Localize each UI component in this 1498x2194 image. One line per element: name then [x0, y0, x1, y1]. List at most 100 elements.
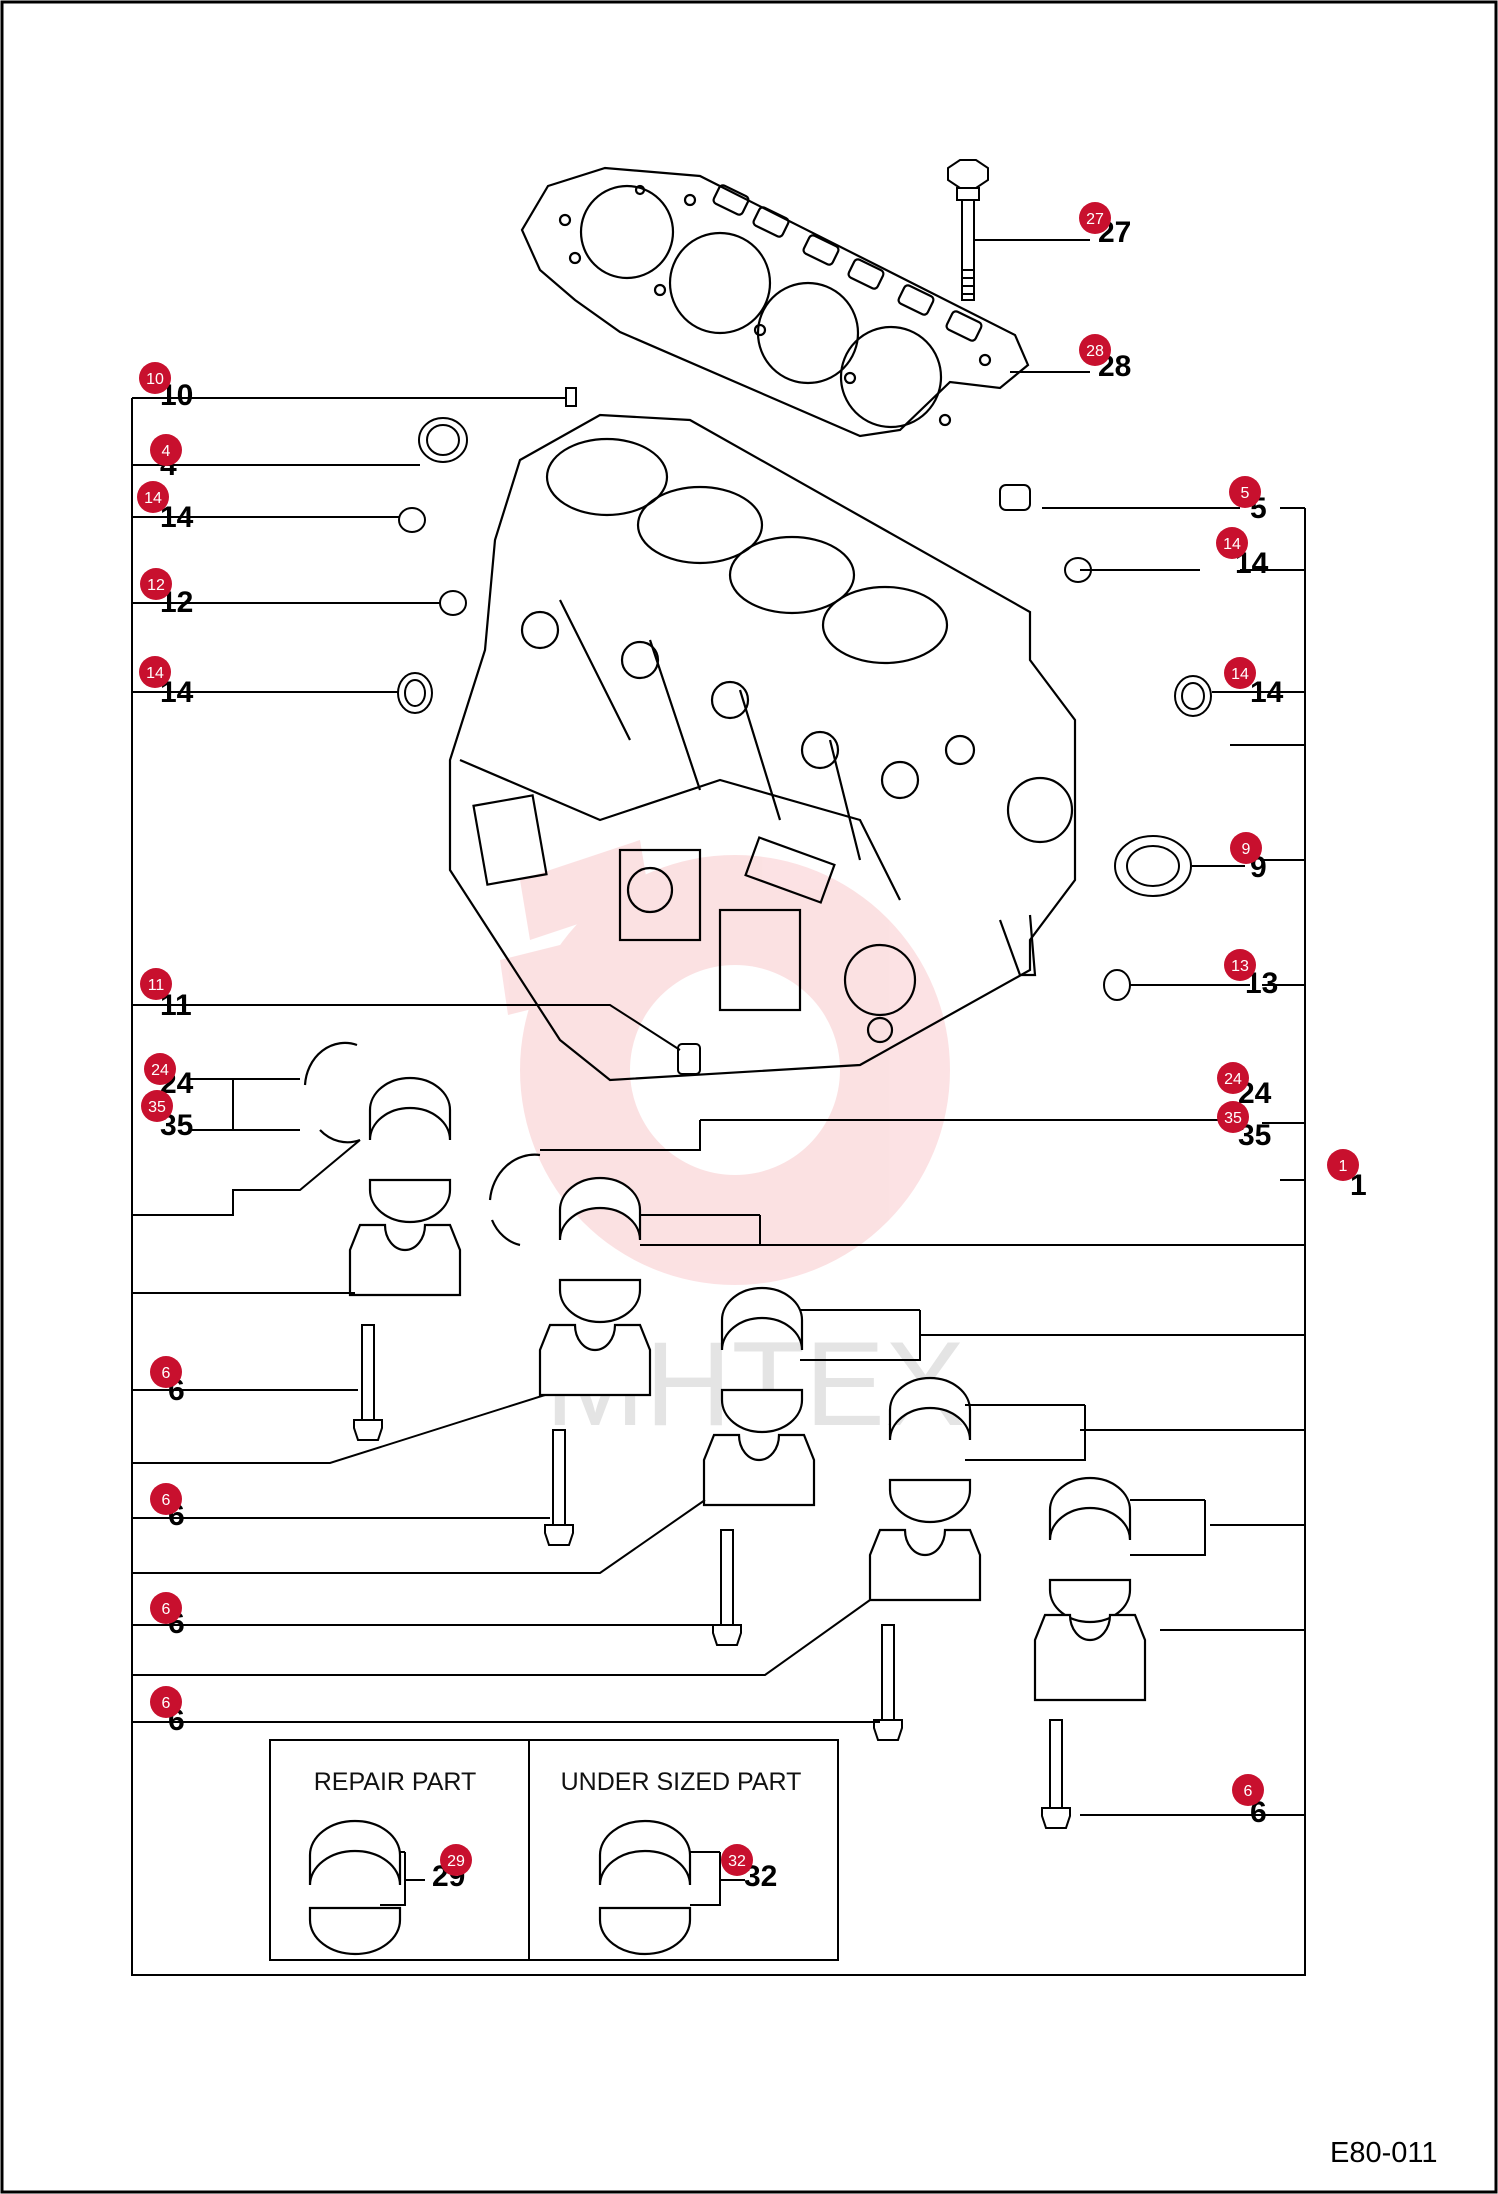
- callout-circle: [137, 481, 169, 513]
- callout-circle: [1229, 476, 1261, 508]
- callout-badge-p24b[interactable]: 24: [1217, 1062, 1249, 1094]
- expansion-plug-small-left: [398, 507, 426, 533]
- callout-circle: [1327, 1149, 1359, 1181]
- callout-number: 12: [147, 577, 165, 594]
- inset-callout-badge-1[interactable]: 32: [721, 1844, 753, 1876]
- callout-number: 14: [146, 665, 164, 682]
- part-number-p1: 1: [1350, 1169, 1367, 1202]
- bearing-set-3: [702, 1286, 816, 1507]
- callout-circle: [1079, 202, 1111, 234]
- inset-title-undersized: UNDER SIZED PART: [561, 1768, 802, 1796]
- callout-badge-p4[interactable]: 4: [150, 434, 182, 466]
- callout-circle: [1079, 334, 1111, 366]
- inset-panel: REPAIR PART UNDER SIZED PART: [269, 1739, 839, 1961]
- callout-circle: [139, 362, 171, 394]
- callout-circle: [150, 1592, 182, 1624]
- callout-badge-p13[interactable]: 13: [1224, 949, 1256, 981]
- callout-number: 28: [1086, 343, 1104, 360]
- part-number-p14d: 14: [1250, 676, 1284, 709]
- diagram-code: E80-011: [1330, 2137, 1438, 2169]
- bearing-set-1: [348, 1076, 462, 1297]
- callout-number: 10: [146, 371, 164, 388]
- bearing-set-5: [1033, 1476, 1147, 1702]
- callout-badge-p27[interactable]: 27: [1079, 202, 1111, 234]
- bearing-set-2: [538, 1176, 652, 1397]
- callout-circle: [150, 1686, 182, 1718]
- callout-badge-p35a[interactable]: 35: [141, 1090, 173, 1122]
- callout-circle: [140, 568, 172, 600]
- callout-badge-p12[interactable]: 12: [140, 568, 172, 600]
- callout-number: 6: [1244, 1783, 1253, 1800]
- callout-badge-p14a[interactable]: 14: [137, 481, 169, 513]
- callout-circle: [1232, 1774, 1264, 1806]
- cap-bolt-4: [873, 1624, 903, 1741]
- callout-badge-p11[interactable]: 11: [140, 968, 172, 1000]
- callout-number: 29: [447, 1853, 465, 1870]
- callout-circle: [141, 1090, 173, 1122]
- part-labels: 2727282810104414141212141455141414149913…: [137, 202, 1367, 1893]
- callout-number: 14: [1223, 536, 1241, 553]
- callout-circle: [1217, 1062, 1249, 1094]
- callout-badge-p6c[interactable]: 6: [150, 1592, 182, 1624]
- callout-badge-p28[interactable]: 28: [1079, 334, 1111, 366]
- callout-badge-p1[interactable]: 1: [1327, 1149, 1359, 1181]
- callout-badge-p14b[interactable]: 14: [139, 656, 171, 688]
- head-gasket: [520, 166, 1030, 438]
- callout-circle: [1230, 832, 1262, 864]
- callout-number: 6: [162, 1695, 171, 1712]
- callout-number: 13: [1231, 958, 1249, 975]
- watermark-logo: [500, 840, 950, 1285]
- callout-number: 27: [1086, 211, 1104, 228]
- callout-circle: [144, 1053, 176, 1085]
- cap-bolts: [353, 1324, 1071, 1829]
- callout-circle: [1217, 1101, 1249, 1133]
- callout-circle: [1216, 527, 1248, 559]
- callout-badge-p6b[interactable]: 6: [150, 1483, 182, 1515]
- plug-13: [1103, 969, 1131, 1001]
- inset-callout-badge-0[interactable]: 29: [440, 1844, 472, 1876]
- callout-number: 9: [1242, 841, 1251, 858]
- callout-circle: [440, 1844, 472, 1876]
- cylinder-block: [448, 413, 1077, 1082]
- callout-badge-p14d[interactable]: 14: [1224, 657, 1256, 689]
- callout-badge-p9[interactable]: 9: [1230, 832, 1262, 864]
- callout-number: 6: [162, 1492, 171, 1509]
- callout-number: 35: [1224, 1110, 1242, 1127]
- callout-circle: [1224, 657, 1256, 689]
- callout-number: 4: [162, 443, 171, 460]
- callout-badge-p6e[interactable]: 6: [1232, 1774, 1264, 1806]
- main-bearings: [348, 1076, 1147, 1702]
- callout-circle: [1224, 949, 1256, 981]
- block-plugs: [397, 387, 1212, 1075]
- callout-badge-p6a[interactable]: 6: [150, 1356, 182, 1388]
- callout-badge-p24a[interactable]: 24: [144, 1053, 176, 1085]
- cap-bolt-5: [1041, 1719, 1071, 1829]
- callout-number: 24: [151, 1062, 169, 1079]
- callout-number: 11: [148, 977, 165, 994]
- cap-bolt-2: [544, 1429, 574, 1546]
- callout-circle: [150, 434, 182, 466]
- callout-badge-p5[interactable]: 5: [1229, 476, 1261, 508]
- threaded-plug: [439, 590, 467, 616]
- callout-badge-p35b[interactable]: 35: [1217, 1101, 1249, 1133]
- callout-circle: [139, 656, 171, 688]
- drain-plug: [999, 484, 1031, 511]
- head-bolt: [947, 159, 989, 301]
- cap-bolt-1: [353, 1324, 383, 1441]
- inset-title-repair: REPAIR PART: [314, 1768, 477, 1796]
- callout-number: 1: [1339, 1158, 1348, 1175]
- callout-badge-p10[interactable]: 10: [139, 362, 171, 394]
- callout-number: 24: [1224, 1071, 1242, 1088]
- callout-circle: [150, 1356, 182, 1388]
- callout-badge-p6d[interactable]: 6: [150, 1686, 182, 1718]
- callout-circle: [140, 968, 172, 1000]
- callout-number: 14: [144, 490, 162, 507]
- callout-number: 35: [148, 1099, 166, 1116]
- dowel-pin: [565, 387, 577, 407]
- callout-circle: [721, 1844, 753, 1876]
- callout-badge-p14c[interactable]: 14: [1216, 527, 1248, 559]
- callout-number: 32: [728, 1853, 746, 1870]
- leader-lines: [131, 239, 1306, 1976]
- callout-circle: [150, 1483, 182, 1515]
